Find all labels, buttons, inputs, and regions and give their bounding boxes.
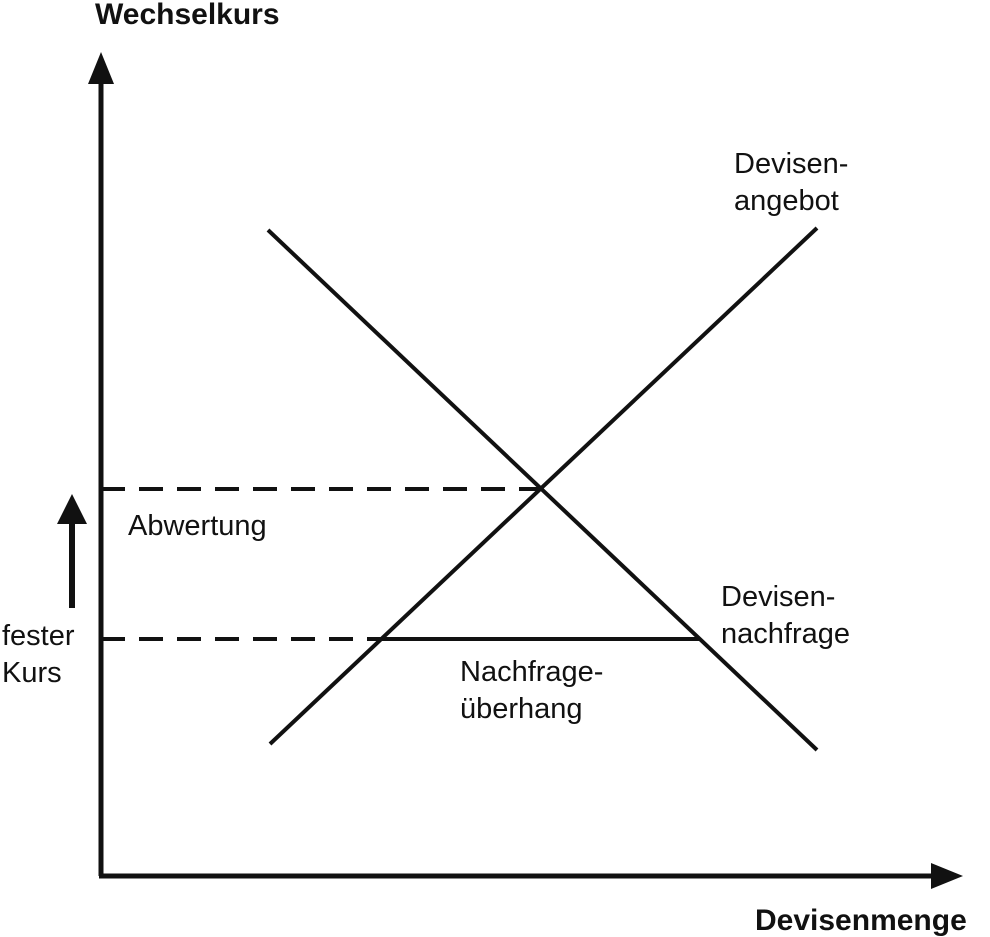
x-axis-title: Devisenmenge [755,904,967,937]
demand-curve [266,228,819,752]
devaluation-label: Abwertung [128,510,267,542]
supply-curve [268,226,819,746]
excess-demand-label-line1: Nachfrage- [460,656,603,688]
devaluation-arrowhead [57,494,87,524]
supply-label-line2: angebot [734,185,839,217]
excess-demand-label-line2: überhang [460,693,583,725]
fixed-rate-label-line1: fester [2,620,75,652]
y-axis-arrowhead [88,52,114,84]
demand-label-line1: Devisen- [721,581,835,613]
x-axis-arrowhead [931,863,963,889]
fixed-rate-label-line2: Kurs [2,657,62,689]
demand-label-line2: nachfrage [721,618,850,650]
supply-label-line1: Devisen- [734,148,848,180]
y-axis-title: Wechselkurs [95,0,280,31]
